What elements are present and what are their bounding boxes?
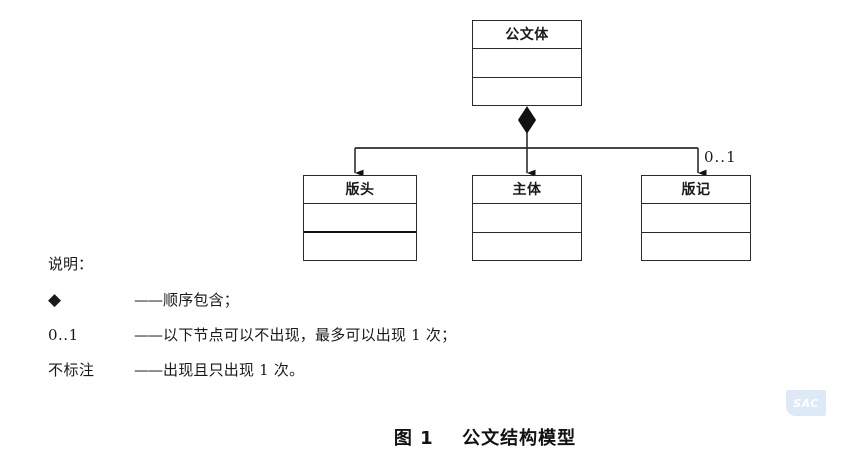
uml-class-title-compartment: 公文体 xyxy=(473,21,581,48)
legend-row: 0..1 —— 以下节点可以不出现，最多可以出现 1 次； xyxy=(48,324,608,345)
legend: 说明： ◆ —— 顺序包含； 0..1 —— 以下节点可以不出现，最多可以出现 … xyxy=(48,256,608,394)
uml-class-name-body: 主体 xyxy=(512,181,542,198)
figure-caption-title: 公文结构模型 xyxy=(462,428,577,449)
uml-class-name-banner: 版头 xyxy=(345,181,375,198)
legend-dash: —— xyxy=(134,360,163,379)
uml-class-operations-compartment xyxy=(642,231,750,260)
watermark-text: SAC xyxy=(793,396,819,410)
uml-class-attributes-compartment xyxy=(473,48,581,76)
uml-class-title-compartment: 版头 xyxy=(304,176,416,203)
uml-class-box-banner[interactable]: 版头 xyxy=(303,175,417,261)
uml-class-attributes-compartment xyxy=(304,203,416,231)
composition-diamond-icon xyxy=(517,106,537,134)
figure-caption-label: 图 1 xyxy=(393,428,434,449)
legend-description: 出现且只出现 1 次。 xyxy=(163,360,305,379)
uml-class-title-compartment: 主体 xyxy=(473,176,581,203)
multiplicity-label-versionnote: 0..1 xyxy=(704,148,737,166)
uml-class-box-versionnote[interactable]: 版记 xyxy=(641,175,751,261)
legend-description: 以下节点可以不出现，最多可以出现 1 次； xyxy=(163,325,457,344)
uml-class-box-root[interactable]: 公文体 xyxy=(472,20,582,106)
legend-key-diamond-icon: ◆ xyxy=(48,289,62,310)
legend-key-unmarked: 不标注 xyxy=(48,360,95,379)
uml-class-operations-compartment xyxy=(473,231,581,260)
uml-class-box-body[interactable]: 主体 xyxy=(472,175,582,261)
legend-key-multiplicity: 0..1 xyxy=(48,325,79,344)
legend-dash: —— xyxy=(134,290,163,309)
uml-class-name-versionnote: 版记 xyxy=(681,181,711,198)
uml-class-attributes-compartment xyxy=(473,203,581,231)
legend-row: 不标注 —— 出现且只出现 1 次。 xyxy=(48,359,608,380)
uml-class-operations-compartment xyxy=(304,231,416,260)
uml-class-operations-compartment xyxy=(473,76,581,105)
legend-row: ◆ —— 顺序包含； xyxy=(48,289,608,310)
legend-description: 顺序包含； xyxy=(163,290,240,309)
figure-caption: 图 1 公文结构模型 xyxy=(0,424,854,450)
sac-watermark: SAC xyxy=(786,390,826,416)
uml-class-attributes-compartment xyxy=(642,203,750,231)
legend-dash: —— xyxy=(134,325,163,344)
uml-class-name-root: 公文体 xyxy=(505,26,549,43)
legend-heading: 说明： xyxy=(48,255,94,273)
uml-class-title-compartment: 版记 xyxy=(642,176,750,203)
